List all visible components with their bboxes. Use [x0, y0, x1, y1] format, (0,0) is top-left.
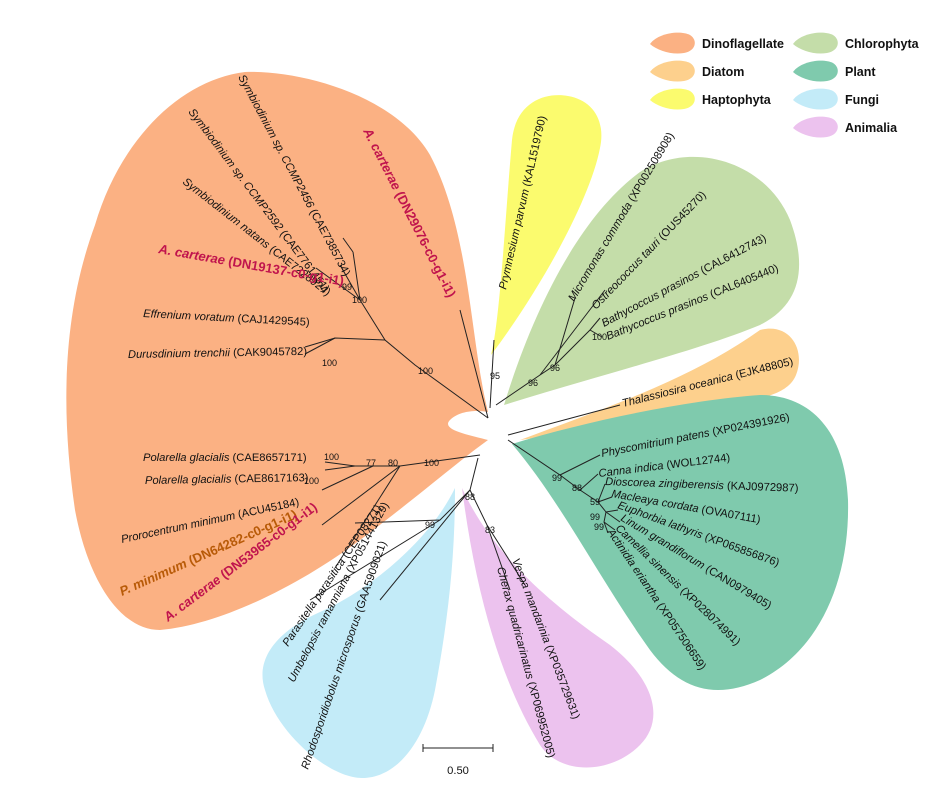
taxon-species: Polarella glacialis — [145, 473, 232, 487]
legend-swatch — [650, 32, 695, 54]
bootstrap-value: 83 — [485, 525, 495, 535]
taxon-label: Durusdinium trenchii (CAK9045782) — [128, 346, 308, 361]
bootstrap-value: 100 — [592, 332, 607, 342]
legend-item-plant: Plant — [793, 60, 876, 82]
taxon-label: Polarella glacialis (CAE8617163) — [145, 472, 309, 487]
clade-dinoflagellate — [66, 71, 489, 631]
legend-item-chlorophyta: Chlorophyta — [793, 32, 920, 54]
legend-label: Fungi — [845, 93, 879, 107]
clade-animalia — [462, 488, 654, 768]
bootstrap-value: 100 — [424, 458, 439, 468]
taxon-accession: (CAE8617163) — [234, 472, 308, 485]
bootstrap-value: 96 — [528, 378, 538, 388]
taxon-accession: (CAJ1429545) — [237, 313, 310, 329]
legend-label: Haptophyta — [702, 93, 772, 107]
bootstrap-value: 99 — [594, 522, 604, 532]
clade-plant — [512, 395, 849, 690]
bootstrap-value: 99 — [425, 520, 435, 530]
legend-label: Chlorophyta — [845, 37, 920, 51]
bootstrap-values: 99 100 100 100 100 77 80 100 100 95 96 9… — [304, 282, 607, 535]
clade-diatom — [520, 328, 799, 440]
legend-swatch — [650, 60, 695, 82]
legend-swatch — [793, 32, 838, 54]
bootstrap-value: 59 — [590, 497, 600, 507]
legend-item-diatom: Diatom — [650, 60, 744, 82]
scale-bar-label: 0.50 — [447, 765, 469, 777]
bootstrap-value: 99 — [590, 512, 600, 522]
tree-branches — [304, 237, 621, 601]
legend-swatch — [793, 88, 838, 110]
legend-item-haptophyta: Haptophyta — [650, 88, 772, 110]
legend-swatch — [793, 116, 838, 138]
bootstrap-value: 88 — [465, 492, 475, 502]
bootstrap-value: 99 — [552, 473, 562, 483]
taxon-accession: (CAK9045782) — [233, 346, 307, 359]
legend-swatch — [793, 60, 838, 82]
legend-label: Animalia — [845, 121, 898, 135]
bootstrap-value: 96 — [550, 363, 560, 373]
taxon-accession: (CAE8657171) — [233, 452, 307, 464]
clade-haptophyta — [491, 95, 602, 355]
taxon-species: Effrenium voratum — [143, 308, 235, 325]
legend-item-animalia: Animalia — [793, 116, 898, 138]
bootstrap-value: 80 — [388, 458, 398, 468]
legend-label: Dinoflagellate — [702, 37, 784, 51]
bootstrap-value: 100 — [322, 358, 337, 368]
scale-bar: 0.50 — [422, 744, 494, 777]
bootstrap-value: 100 — [324, 452, 339, 462]
clade-chlorophyta — [504, 156, 800, 405]
taxon-label: Dioscorea zingiberensis (KAJ0972987) — [605, 476, 799, 495]
taxon-species: Durusdinium trenchii — [128, 347, 231, 361]
taxon-label: Polarella glacialis (CAE8657171) — [143, 452, 307, 464]
clade-fungi — [262, 488, 455, 778]
taxon-species: Polarella glacialis — [143, 452, 230, 464]
taxon-label: Effrenium voratum (CAJ1429545) — [143, 308, 310, 329]
legend: Dinoflagellate Diatom Haptophyta Chlorop… — [650, 32, 920, 138]
legend-item-fungi: Fungi — [793, 88, 879, 110]
bootstrap-value: 95 — [490, 371, 500, 381]
taxon-accession: (KAJ0972987) — [727, 480, 799, 494]
bootstrap-value: 99 — [342, 282, 352, 292]
legend-swatch — [650, 88, 695, 110]
bootstrap-value: 100 — [418, 366, 433, 376]
bootstrap-value: 88 — [572, 483, 582, 493]
bootstrap-value: 100 — [304, 476, 319, 486]
legend-item-dinoflagellate: Dinoflagellate — [650, 32, 784, 54]
legend-label: Plant — [845, 65, 876, 79]
clade-backgrounds — [66, 71, 849, 778]
bootstrap-value: 77 — [366, 458, 376, 468]
bootstrap-value: 100 — [352, 295, 367, 305]
taxon-species: Dioscorea zingiberensis — [605, 476, 725, 492]
legend-label: Diatom — [702, 65, 744, 79]
